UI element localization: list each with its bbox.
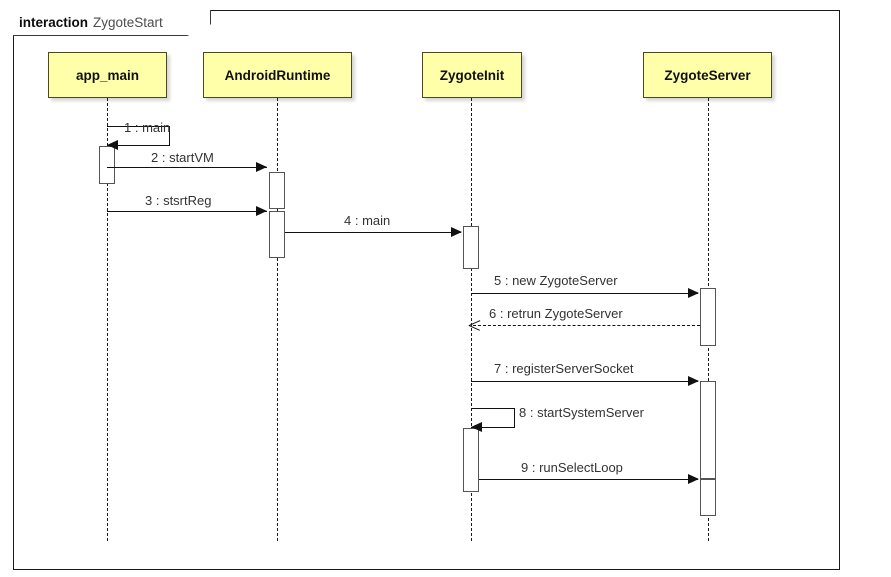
activation-app_main-1 [99,146,115,184]
message-7-label: 7 : registerServerSocket [494,361,634,376]
message-6-label: 6 : retrun ZygoteServer [489,306,623,321]
message-9-arrowhead [688,473,699,484]
activation-zygoteinit-2 [463,428,479,492]
activation-zygoteinit-1 [463,226,479,269]
participant-app_main[interactable]: app_main [48,52,167,98]
message-2-label: 2 : startVM [151,150,214,165]
frame-label-tab: interaction ZygoteStart [13,10,211,36]
message-4-label: 4 : main [344,213,391,228]
message-8-arrowhead [471,422,482,432]
message-5-label: 5 : new ZygoteServer [494,273,618,288]
participant-label: ZygoteServer [664,67,751,83]
participant-label: app_main [75,67,140,83]
participant-zygoteinit[interactable]: ZygoteInit [422,52,522,98]
message-7-line[interactable] [471,381,698,382]
message-9-label: 9 : runSelectLoop [521,460,623,475]
message-1-arrowhead [107,140,118,150]
message-3-label: 3 : stsrtReg [145,193,212,208]
activation-zygoteserver-2 [700,381,716,479]
interaction-frame [13,10,840,570]
participant-zygoteserver[interactable]: ZygoteServer [643,52,772,98]
message-2-line[interactable] [107,167,267,168]
activation-androidruntime-2 [269,211,285,258]
message-8-label: 8 : startSystemServer [519,405,644,420]
message-6-arrowhead [469,319,480,331]
message-5-arrowhead [688,287,699,298]
message-9-line[interactable] [479,479,698,480]
lifeline-app_main [107,98,108,541]
message-8-self-loop[interactable] [471,408,515,428]
activation-androidruntime-1 [269,172,285,209]
message-1-self-loop[interactable] [107,126,170,146]
frame-name: ZygoteStart [93,15,163,30]
frame-keyword: interaction [19,15,89,30]
message-1-label: 1 : main [124,120,171,135]
message-4-line[interactable] [285,232,461,233]
lifeline-androidruntime [277,98,278,541]
message-5-line[interactable] [471,293,698,294]
activation-zygoteserver-1 [700,288,716,346]
message-2-arrowhead [256,161,267,172]
activation-zygoteserver-3 [700,479,716,516]
message-3-arrowhead [256,205,267,216]
participant-androidruntime[interactable]: AndroidRuntime [203,52,352,98]
message-3-line[interactable] [107,211,267,212]
participant-label: AndroidRuntime [224,67,331,83]
message-6-line[interactable] [473,325,700,326]
message-4-arrowhead [451,226,462,237]
participant-label: ZygoteInit [439,67,505,83]
message-7-arrowhead [688,375,699,386]
